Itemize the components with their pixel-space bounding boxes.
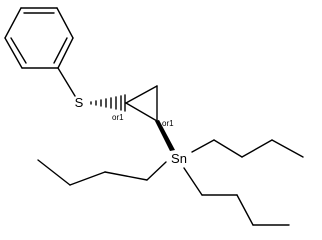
butyl-1-bond-2 <box>213 139 243 158</box>
hashed-wedge-bond <box>90 94 126 112</box>
phenyl-bond-3 <box>57 37 74 69</box>
butyl-3-bond-3 <box>236 194 254 226</box>
butyl-1-bond-3 <box>241 139 273 158</box>
stereo-descriptor-c2: or1 <box>162 119 174 128</box>
butyl-1-bond-4 <box>271 139 304 158</box>
phenyl-bond-2 <box>56 7 74 39</box>
phenyl-ring <box>4 7 74 69</box>
butyl-2-bond-4 <box>37 159 71 186</box>
tin-atom-label: Sn <box>171 151 187 166</box>
butyl-1-bond-1 <box>191 139 215 153</box>
butyl-2-bond-2 <box>104 171 148 181</box>
butyl-3-bond-1 <box>183 167 203 196</box>
cyclopropane-ring <box>125 85 158 122</box>
bold-wedge-bond <box>155 120 175 151</box>
butyl-chain-left <box>37 159 167 186</box>
cyclopropane-bond-c1-c3 <box>125 85 158 104</box>
cyclopropane-bond-c1-c2 <box>125 102 158 122</box>
phenyl-double-bond-2 <box>53 37 68 64</box>
phenyl-to-sulfur-bond <box>57 67 76 97</box>
butyl-2-bond-3 <box>69 171 106 186</box>
butyl-2-bond-1 <box>146 161 167 181</box>
phenyl-double-bond-3 <box>10 37 27 64</box>
butyl-chain-upper <box>191 139 304 158</box>
butyl-chain-lower <box>183 167 290 226</box>
phenyl-bond-6 <box>4 7 22 39</box>
sulfur-atom-label: S <box>75 95 84 110</box>
phenyl-bond-5 <box>4 37 23 69</box>
stereo-descriptor-c1: or1 <box>112 113 124 122</box>
